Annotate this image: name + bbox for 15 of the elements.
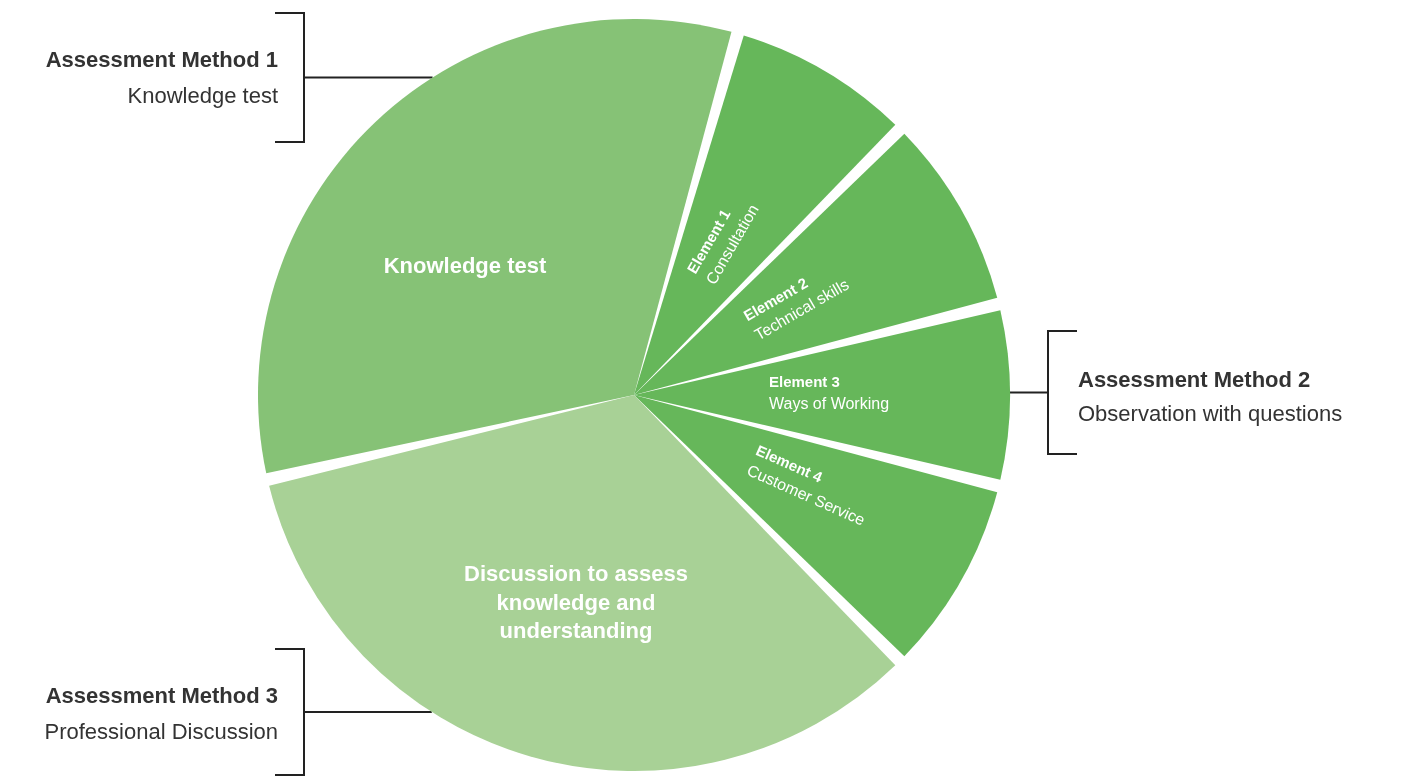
method-heading: Assessment Method 2 (1078, 366, 1311, 394)
pie-slice (634, 133, 998, 395)
leader-line (304, 76, 434, 79)
slice-label: Knowledge test (383, 251, 547, 280)
leader-line (1009, 391, 1048, 394)
leader-line (304, 711, 433, 713)
pie-slice (634, 35, 896, 395)
element-name: Ways of Working (769, 394, 890, 414)
method-description: Professional Discussion (44, 718, 278, 746)
element-heading: Element 3 (769, 372, 840, 392)
method-heading: Assessment Method 1 (45, 46, 278, 74)
slice-label: Discussion to assess knowledge and understanding (463, 560, 689, 646)
method-description: Observation with questions (1078, 400, 1343, 428)
method-heading: Assessment Method 3 (45, 682, 278, 710)
method-description: Knowledge test (127, 82, 278, 110)
